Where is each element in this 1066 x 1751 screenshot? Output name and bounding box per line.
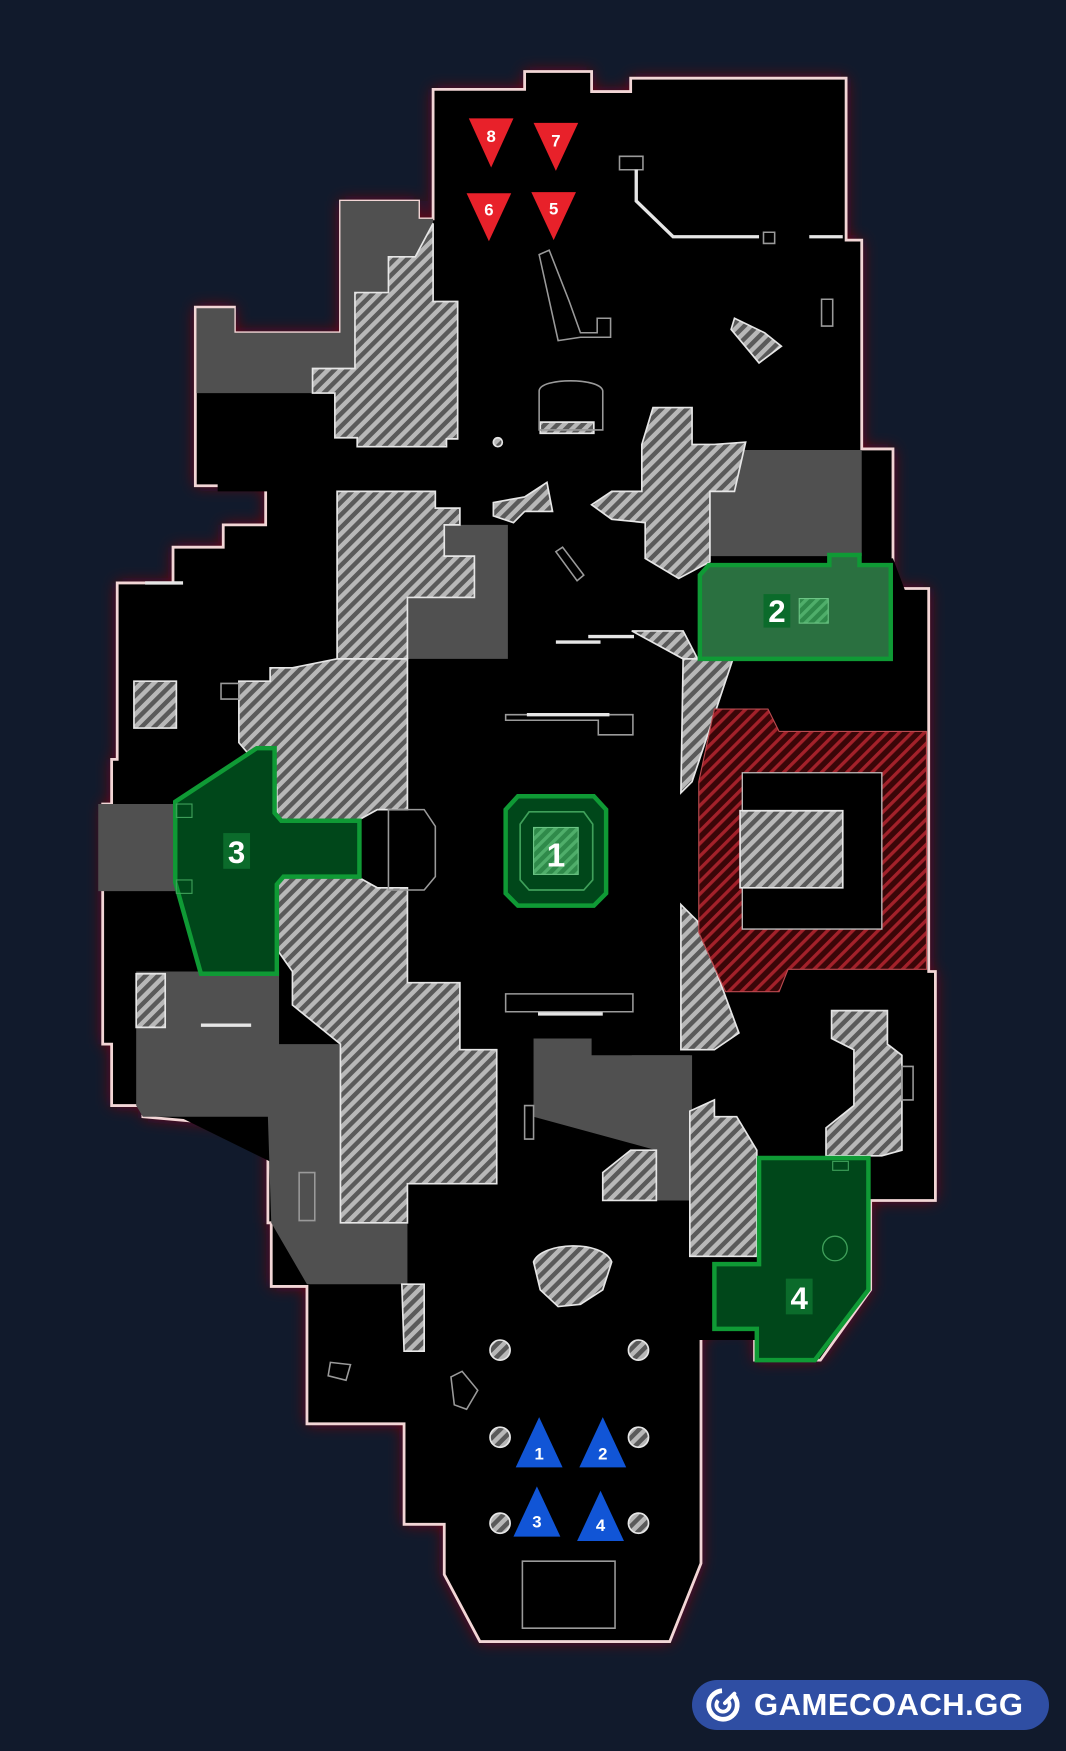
red-spawn-6[interactable]: 6 <box>466 193 512 242</box>
objective-3-label: 3 <box>228 835 245 870</box>
objective-1-target <box>533 826 579 875</box>
objective-4-zone[interactable]: 4 <box>712 1155 871 1363</box>
gamecoach-watermark[interactable]: GAMECOACH.GG <box>692 1680 1049 1730</box>
objective-2-target <box>798 597 829 624</box>
objective-2-label: 2 <box>768 594 785 629</box>
watermark-text: GAMECOACH.GG <box>754 1687 1024 1722</box>
svg-text:1: 1 <box>534 1445 543 1464</box>
hatched-obstacles <box>133 222 903 1353</box>
svg-text:7: 7 <box>551 131 560 150</box>
red-spawn-5[interactable]: 5 <box>531 192 576 241</box>
blue-spawn-2[interactable]: 2 <box>579 1417 627 1468</box>
objective-4-label-bg <box>785 1278 813 1315</box>
gamecoach-logo-icon <box>706 1688 740 1722</box>
red-spawns: 8 7 6 5 <box>466 118 579 242</box>
blue-spawn-1[interactable]: 1 <box>515 1417 563 1468</box>
svg-text:4: 4 <box>596 1516 606 1535</box>
svg-text:3: 3 <box>532 1513 541 1532</box>
svg-text:8: 8 <box>486 127 495 146</box>
objective-2-label-bg <box>763 594 791 628</box>
pillars <box>489 436 650 1535</box>
objective-3-label-bg <box>223 833 251 869</box>
svg-text:5: 5 <box>549 199 558 218</box>
objective-1-label: 1 <box>547 838 566 875</box>
blue-spawns: 1 2 3 4 <box>513 1417 627 1542</box>
red-spawn-8[interactable]: 8 <box>468 118 514 168</box>
restricted-zone <box>698 708 928 993</box>
svg-text:2: 2 <box>598 1445 607 1464</box>
objective-3-zone[interactable]: 3 <box>173 745 362 977</box>
blue-spawn-4[interactable]: 4 <box>577 1490 624 1542</box>
solid-blocks <box>98 201 862 1285</box>
wall-rails <box>145 169 843 1027</box>
outline-fixtures <box>220 155 914 1629</box>
objective-2-zone[interactable]: 2 <box>697 552 893 662</box>
svg-text:6: 6 <box>484 201 493 220</box>
objective-4-label: 4 <box>791 1281 809 1316</box>
blue-spawn-3[interactable]: 3 <box>513 1486 561 1537</box>
red-spawn-7[interactable]: 7 <box>533 122 579 171</box>
objective-1-zone[interactable]: 1 <box>503 793 609 908</box>
